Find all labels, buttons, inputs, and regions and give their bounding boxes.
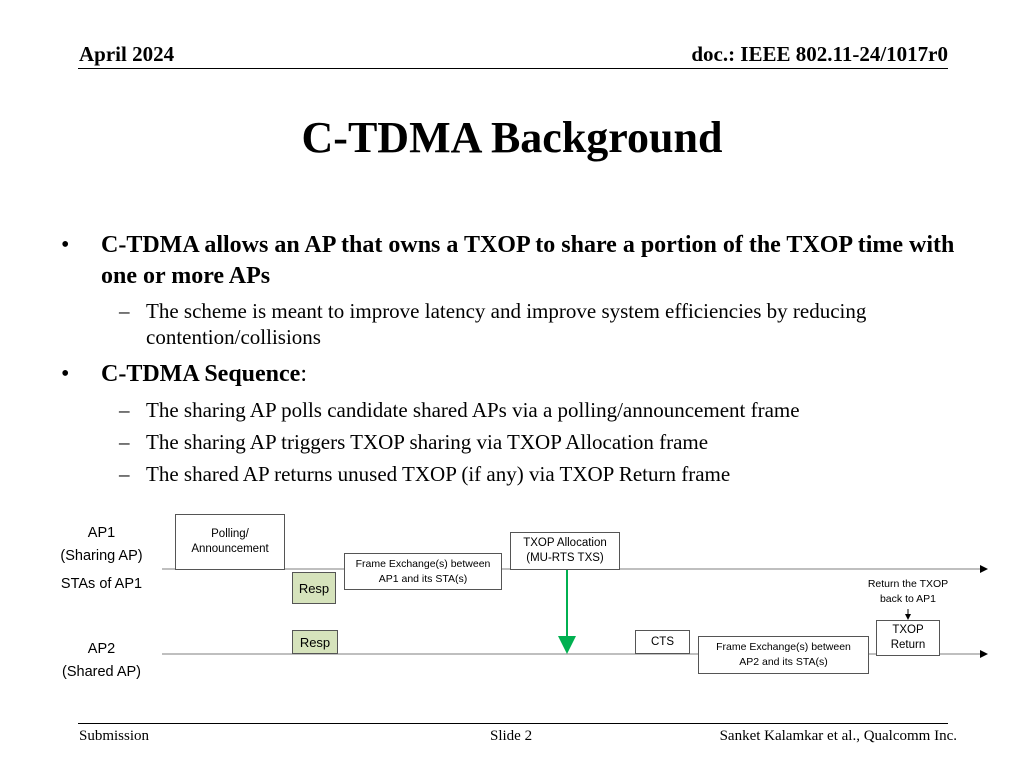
footer-submission: Submission <box>79 728 150 744</box>
bullet-marker: • <box>61 232 70 258</box>
sub-bullet-text: The scheme is meant to improve latency a… <box>146 299 867 349</box>
sub-bullet-marker: – <box>119 398 130 422</box>
bullet-marker: • <box>61 361 70 387</box>
footer-authors: Sanket Kalamkar et al., Qualcomm Inc. <box>719 728 957 744</box>
ap2-label: AP2 (Shared AP) <box>62 641 141 680</box>
bullet-text: C-TDMA Sequence <box>101 361 301 387</box>
header-rule <box>78 68 948 69</box>
sub-bullet-text: The sharing AP polls candidate shared AP… <box>146 398 800 422</box>
ap1-label: AP1 (Sharing AP) <box>60 525 143 564</box>
slide-title: C-TDMA Background <box>301 113 723 162</box>
polling-announcement-frame: Polling/Announcement <box>175 514 285 570</box>
txop-allocation-frame: TXOP Allocation(MU-RTS TXS) <box>510 532 620 570</box>
sub-bullet-text: The shared AP returns unused TXOP (if an… <box>146 462 731 486</box>
resp-frame-stas: Resp <box>292 572 336 604</box>
sub-bullet-marker: – <box>119 299 130 323</box>
cts-frame: CTS <box>635 630 690 654</box>
sub-bullet-marker: – <box>119 462 130 486</box>
sub-bullet-text: The sharing AP triggers TXOP sharing via… <box>146 430 709 454</box>
footer-rule <box>78 723 948 724</box>
sub-bullet-marker: – <box>119 430 130 454</box>
bullet-suffix: : <box>300 361 307 387</box>
header-doc-number: doc.: IEEE 802.11-24/1017r0 <box>691 42 948 66</box>
resp-frame-ap2: Resp <box>292 630 338 654</box>
bullet-text: C-TDMA allows an AP that owns a TXOP to … <box>101 232 955 289</box>
return-txop-note: Return the TXOP back to AP1 <box>867 578 949 605</box>
footer-slide-number: Slide 2 <box>490 728 533 744</box>
stas-of-ap1-label: STAs of AP1 <box>60 576 143 592</box>
header-date: April 2024 <box>79 42 175 66</box>
